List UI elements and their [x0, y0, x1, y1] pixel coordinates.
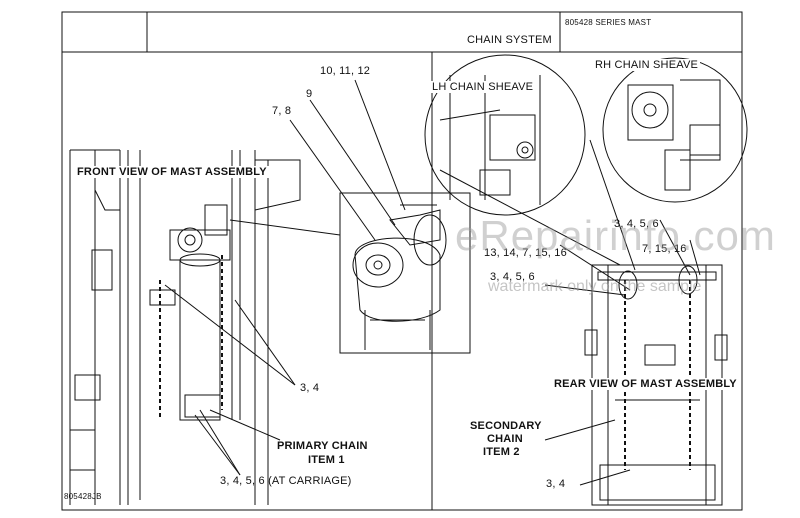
lh-sheave-label: LH CHAIN SHEAVE — [430, 81, 536, 93]
callout-carriage: 3, 4, 5, 6 (AT CARRIAGE) — [220, 475, 352, 487]
detail-box — [339, 192, 471, 354]
figure-id: 805428JB — [64, 492, 102, 501]
callout-3456-lh: 3, 4, 5, 6 — [490, 271, 535, 283]
front-view-title: FRONT VIEW OF MAST ASSEMBLY — [75, 166, 269, 178]
callout-7-15-16: 7, 15, 16 — [642, 243, 687, 255]
secondary-chain-label-1: SECONDARY — [470, 420, 542, 432]
section-title: CHAIN SYSTEM — [467, 34, 552, 46]
page-border — [61, 11, 743, 511]
secondary-chain-label-2: CHAIN — [487, 433, 523, 445]
primary-chain-label-1: PRIMARY CHAIN — [277, 440, 368, 452]
lh-sheave-detail — [424, 54, 586, 216]
front-chain-cylinder — [149, 204, 231, 421]
callout-9: 9 — [306, 88, 313, 100]
front-mast-rails — [69, 149, 301, 505]
leader-lines-front — [164, 79, 406, 476]
rh-sheave-label: RH CHAIN SHEAVE — [593, 59, 701, 71]
callout-10-11-12: 10, 11, 12 — [320, 65, 371, 77]
callout-3-4-front: 3, 4 — [300, 382, 320, 394]
rear-view-title: REAR VIEW OF MAST ASSEMBLY — [552, 378, 739, 390]
callout-3456-rh: 3, 4, 5, 6 — [614, 218, 659, 230]
rh-sheave-detail — [602, 57, 748, 203]
secondary-chain-label-3: ITEM 2 — [483, 446, 520, 458]
callout-13-14-7-15-16: 13, 14, 7, 15, 16 — [484, 247, 567, 259]
callout-3-4-rear: 3, 4 — [546, 478, 566, 490]
watermark-site: eRepairinfo.com — [455, 212, 776, 259]
watermark-note: watermark only on the sample — [488, 278, 702, 295]
series-label: 805428 SERIES MAST — [565, 18, 652, 27]
callout-7-8: 7, 8 — [272, 105, 292, 117]
primary-chain-label-2: ITEM 1 — [308, 454, 345, 466]
leader-lines-rear — [439, 139, 701, 486]
